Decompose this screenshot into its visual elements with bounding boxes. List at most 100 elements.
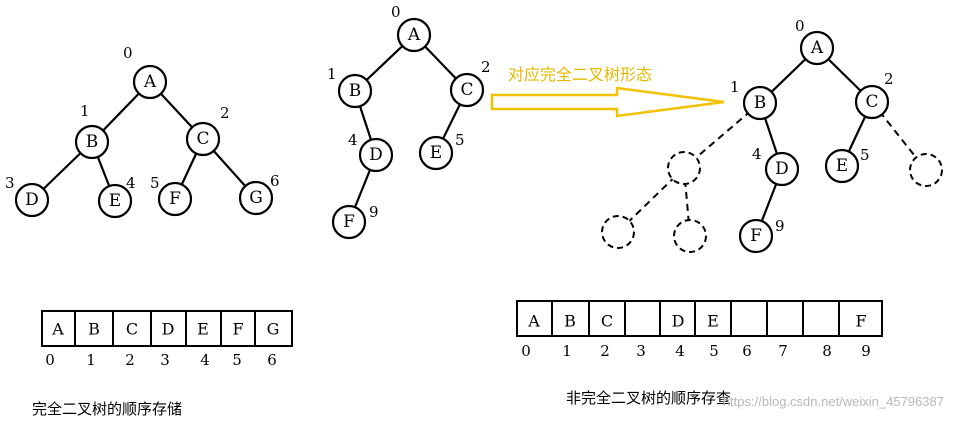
empty-node (667, 151, 701, 185)
array-value: F (855, 312, 866, 331)
array2: A B C D E F 0 1 2 3 4 5 6 7 8 9 (516, 300, 883, 360)
array-index: 6 (267, 351, 277, 369)
tree-node: E 5 (824, 146, 870, 184)
array-index: 2 (125, 351, 135, 369)
array-index: 8 (822, 342, 832, 360)
node-index: 1 (80, 102, 90, 120)
caption-complete-tree: 完全二叉树的顺序存储 (32, 400, 182, 418)
arrow-shape (490, 86, 725, 118)
array-cell (254, 310, 293, 347)
array-index: 0 (521, 342, 531, 360)
tree-node: B 1 (730, 78, 778, 121)
conversion-arrow: 对应完全二叉树形态 (490, 65, 725, 118)
node-label: A (407, 25, 421, 45)
tree-node: A 0 (123, 44, 168, 100)
tree-node: G 6 (238, 172, 280, 216)
node-label: E (836, 156, 848, 176)
node-index: 5 (455, 131, 465, 149)
node-index: 2 (884, 70, 894, 88)
array-index: 5 (709, 342, 719, 360)
node-label: A (810, 38, 824, 58)
tree-node: C 2 (185, 104, 230, 157)
array-value: B (564, 312, 576, 331)
array-value: A (527, 312, 540, 331)
tree-node: F 9 (331, 203, 379, 240)
array-index: 3 (636, 342, 646, 360)
node-label: F (169, 189, 181, 209)
tree3: A 0 B 1 C 2 D 4 E 5 F 9 (601, 17, 943, 254)
node-index: 4 (126, 174, 136, 192)
tree-node: E 4 (97, 174, 136, 219)
array-index: 3 (160, 351, 170, 369)
array-index: 1 (86, 351, 96, 369)
node-index: 5 (860, 146, 870, 164)
array-value: D (672, 312, 685, 331)
array-index: 6 (742, 342, 752, 360)
node-label: C (460, 80, 473, 100)
node-label: A (143, 72, 157, 92)
empty-node (601, 215, 635, 249)
array-value: E (197, 320, 209, 339)
empty-node (673, 219, 707, 253)
tree-node: B 1 (327, 65, 373, 109)
array-cell (185, 310, 222, 347)
node-index: 4 (752, 145, 762, 163)
empty-node (909, 153, 943, 187)
node-index: 9 (369, 203, 379, 221)
array-index: 1 (562, 342, 572, 360)
array-cell (516, 300, 553, 337)
array1: A B C D E F G 0 1 2 3 4 5 6 (41, 310, 293, 369)
array-cell (766, 300, 804, 337)
tree-node: E 5 (418, 131, 465, 171)
node-index: 4 (348, 131, 358, 149)
arrow-label: 对应完全二叉树形态 (508, 65, 652, 84)
node-label: F (343, 212, 355, 232)
array-index: 9 (861, 342, 871, 360)
node-label: B (754, 93, 767, 113)
array-cell (624, 300, 661, 337)
array-index: 4 (200, 351, 210, 369)
array-index: 0 (45, 351, 55, 369)
array-cell (74, 310, 114, 347)
array-index: 4 (675, 342, 685, 360)
array-cell (838, 300, 883, 337)
node-label: B (86, 132, 99, 152)
tree-node: A 0 (391, 3, 432, 53)
tree-node: D 4 (348, 131, 394, 173)
array-index: 2 (600, 342, 610, 360)
tree-node: D 4 (752, 145, 800, 187)
tree-node: D 3 (5, 174, 50, 218)
array-cell (220, 310, 256, 347)
node-index: 9 (775, 217, 785, 235)
node-index: 0 (795, 17, 805, 35)
tree-node: A 0 (795, 17, 835, 66)
array-value: G (267, 320, 280, 339)
array-value: E (707, 312, 719, 331)
tree-node: F 9 (738, 217, 785, 254)
array-cell (694, 300, 732, 337)
node-index: 3 (5, 174, 15, 192)
node-index: 0 (391, 3, 401, 21)
array-value: F (232, 320, 243, 339)
array-cell (802, 300, 840, 337)
node-label: D (25, 190, 39, 210)
array-cell (150, 310, 187, 347)
array-value: C (126, 320, 138, 339)
node-index: 2 (220, 104, 230, 122)
tree1: A 0 B 1 C 2 D 3 E 4 F 5 G (5, 44, 280, 219)
node-label: E (109, 191, 121, 211)
array-cell (659, 300, 696, 337)
watermark: https://blog.csdn.net/weixin_45796387 (723, 394, 944, 409)
array-index: 5 (232, 351, 242, 369)
node-label: G (249, 188, 263, 208)
array-value: A (51, 320, 64, 339)
node-label: C (196, 129, 209, 149)
node-index: 0 (123, 44, 133, 62)
node-label: F (750, 226, 762, 246)
node-label: B (349, 81, 362, 101)
array-cell (730, 300, 768, 337)
tree-node: F 5 (150, 174, 193, 217)
caption-non-complete-tree: 非完全二叉树的顺序存查 (566, 389, 731, 407)
node-index: 1 (327, 65, 337, 83)
